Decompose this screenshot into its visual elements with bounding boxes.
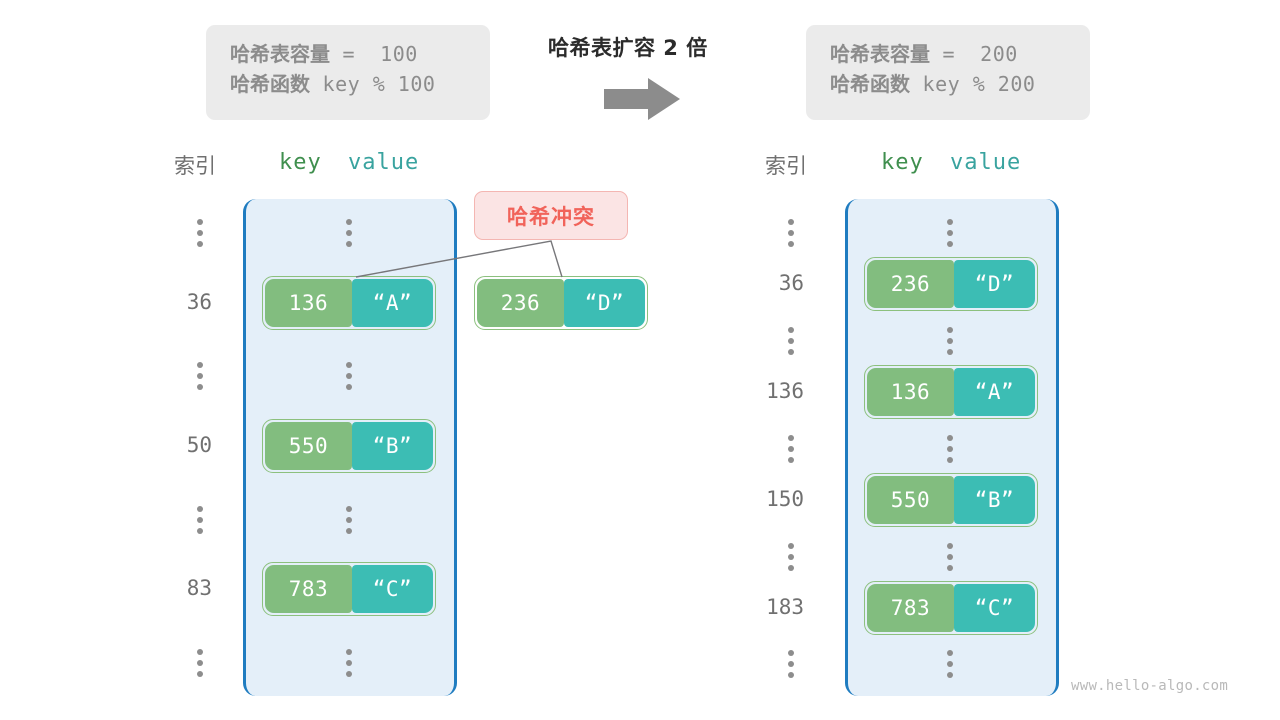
operation-title: 哈希表扩容 2 倍 xyxy=(548,36,708,60)
left-entry-key: 783 xyxy=(265,565,352,613)
right-index-ellipsis xyxy=(788,219,795,247)
right-entry[interactable]: 136 “A” xyxy=(864,365,1038,419)
left-index-header: 索引 xyxy=(174,154,216,178)
right-entry-value: “D” xyxy=(953,260,1035,308)
right-index-ellipsis xyxy=(788,435,795,463)
collision-entry[interactable]: 236 “D” xyxy=(474,276,648,330)
right-hashfn-line: 哈希函数 key % 200 xyxy=(830,69,1066,99)
right-entry[interactable]: 783 “C” xyxy=(864,581,1038,635)
left-entry-value: “B” xyxy=(351,422,433,470)
right-entry[interactable]: 236 “D” xyxy=(864,257,1038,311)
left-bucket-ellipsis xyxy=(346,219,353,247)
right-bucket-ellipsis xyxy=(947,435,954,463)
right-index-header: 索引 xyxy=(765,154,807,178)
right-bucket-ellipsis xyxy=(947,327,954,355)
right-bucket-ellipsis xyxy=(947,219,954,247)
right-bucket-ellipsis xyxy=(947,543,954,571)
right-index-cell: 36 xyxy=(778,271,804,295)
left-index-cell: 83 xyxy=(186,576,212,600)
left-bucket-ellipsis xyxy=(346,649,353,677)
right-arrow-icon xyxy=(604,78,680,124)
left-entry-key: 550 xyxy=(265,422,352,470)
left-entry[interactable]: 550 “B” xyxy=(262,419,436,473)
left-entry[interactable]: 783 “C” xyxy=(262,562,436,616)
right-entry-value: “B” xyxy=(953,476,1035,524)
right-capacity-line: 哈希表容量 = 200 xyxy=(830,39,1066,69)
left-key-header: key xyxy=(279,150,322,175)
hash-collision-badge: 哈希冲突 xyxy=(474,191,628,240)
right-index-cell: 136 xyxy=(766,379,804,403)
right-capacity-label: 哈希表容量 xyxy=(830,42,930,66)
left-capacity-line: 哈希表容量 = 100 xyxy=(230,39,466,69)
left-index-ellipsis xyxy=(197,506,204,534)
left-index-ellipsis xyxy=(197,219,204,247)
right-entry-key: 550 xyxy=(867,476,954,524)
right-capacity-value: = 200 xyxy=(942,42,1018,66)
left-index-cell: 50 xyxy=(186,433,212,457)
right-hash-config-box: 哈希表容量 = 200 哈希函数 key % 200 xyxy=(806,25,1090,120)
left-capacity-label: 哈希表容量 xyxy=(230,42,330,66)
right-index-ellipsis xyxy=(788,327,795,355)
left-entry-key: 136 xyxy=(265,279,352,327)
right-value-header: value xyxy=(950,150,1022,175)
right-bucket-ellipsis xyxy=(947,650,954,678)
left-bucket-ellipsis xyxy=(346,506,353,534)
left-value-header: value xyxy=(348,150,420,175)
right-entry-key: 136 xyxy=(867,368,954,416)
left-index-ellipsis xyxy=(197,649,204,677)
right-index-ellipsis xyxy=(788,543,795,571)
right-entry-key: 236 xyxy=(867,260,954,308)
right-entry[interactable]: 550 “B” xyxy=(864,473,1038,527)
right-index-cell: 150 xyxy=(766,487,804,511)
left-hashfn-label: 哈希函数 xyxy=(230,72,310,97)
left-bucket-ellipsis xyxy=(346,362,353,390)
right-entry-value: “C” xyxy=(953,584,1035,632)
left-hashfn-line: 哈希函数 key % 100 xyxy=(230,69,466,99)
left-index-cell: 36 xyxy=(186,290,212,314)
left-hashfn-value: key % 100 xyxy=(322,72,436,97)
left-hash-config-box: 哈希表容量 = 100 哈希函数 key % 100 xyxy=(206,25,490,120)
right-index-cell: 183 xyxy=(766,595,804,619)
left-entry-value: “C” xyxy=(351,565,433,613)
collision-entry-key: 236 xyxy=(477,279,564,327)
left-index-ellipsis xyxy=(197,362,204,390)
right-entry-value: “A” xyxy=(953,368,1035,416)
right-entry-key: 783 xyxy=(867,584,954,632)
right-hashfn-label: 哈希函数 xyxy=(830,72,910,97)
collision-entry-value: “D” xyxy=(563,279,645,327)
right-hashfn-value: key % 200 xyxy=(922,72,1036,97)
left-entry[interactable]: 136 “A” xyxy=(262,276,436,330)
right-index-ellipsis xyxy=(788,650,795,678)
watermark: www.hello-algo.com xyxy=(1071,678,1229,694)
left-capacity-value: = 100 xyxy=(342,42,418,66)
right-key-header: key xyxy=(881,150,924,175)
left-entry-value: “A” xyxy=(351,279,433,327)
